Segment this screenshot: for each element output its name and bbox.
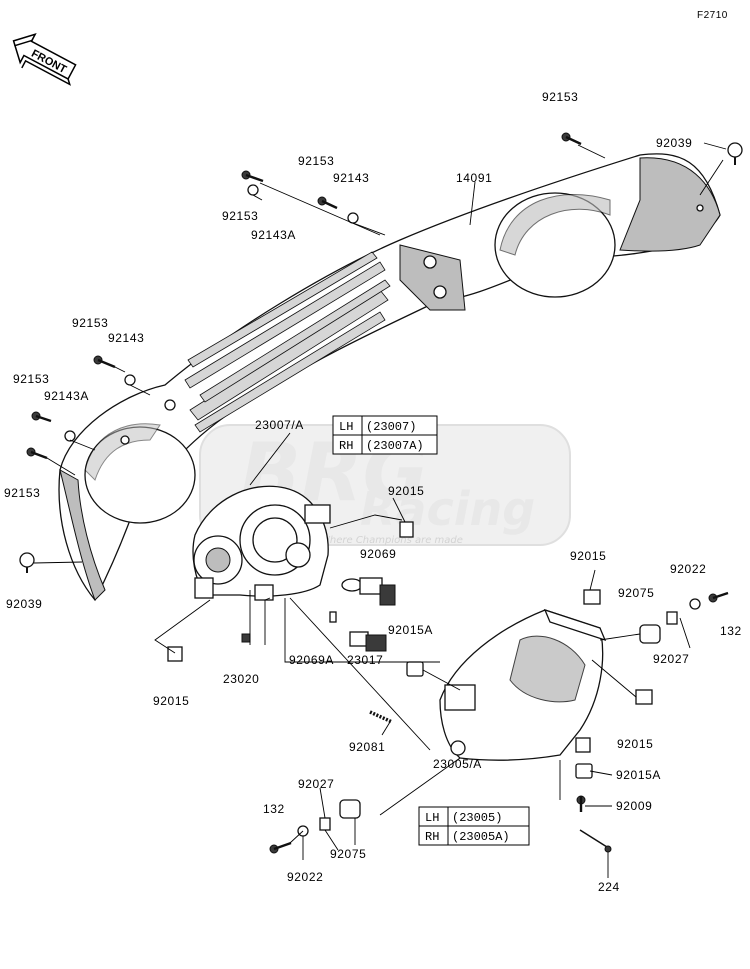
callout-labels: 92153 92039 92153 92143 14091 92153 9214…: [4, 90, 742, 894]
diagram-code: F2710: [697, 10, 728, 21]
callout-label: 92143: [333, 171, 369, 185]
nut-23020-part: [241, 633, 251, 643]
callout-label: 92143A: [44, 389, 89, 403]
callout-label: 92015: [388, 484, 424, 498]
watermark-tagline: Where Champions are made: [320, 535, 463, 546]
callout-label: 92143A: [251, 228, 296, 242]
table-side-cell: RH: [339, 439, 353, 453]
bolt-224-part: [579, 829, 612, 853]
washer-92022-right-part: [689, 598, 701, 610]
clip-92015-top-part: [399, 521, 414, 538]
callout-label: 92015: [570, 549, 606, 563]
callout-label: 23005/A: [433, 757, 482, 771]
table-part-cell: (23007): [366, 420, 416, 434]
callout-label: 92027: [298, 777, 334, 791]
table-part-cell: (23005A): [452, 830, 510, 844]
callout-label: 92009: [616, 799, 652, 813]
collar-92027-lower-part: [319, 817, 331, 831]
callout-label: 92153: [4, 486, 40, 500]
callout-label: 92153: [13, 372, 49, 386]
table-part-cell: (23005): [452, 811, 502, 825]
bulb-92069a-part: [329, 611, 387, 652]
bolt-92153-d-part: [93, 355, 116, 369]
callout-label: 224: [598, 880, 620, 894]
rivet-92039-b-part: [19, 552, 35, 573]
callout-label: 92039: [656, 136, 692, 150]
table-side-cell: LH: [339, 420, 353, 434]
callout-label: 92153: [542, 90, 578, 104]
callout-label: 14091: [456, 171, 492, 185]
headlight-housing-part: [439, 608, 607, 761]
callout-label: 23017: [347, 653, 383, 667]
callout-label: 23007/A: [255, 418, 304, 432]
collar-92027-right-part: [666, 611, 678, 625]
housing-side-table: LH (23005) RH (23005A): [418, 806, 530, 846]
callout-label: 92022: [287, 870, 323, 884]
callout-label: 92015A: [616, 768, 661, 782]
bolt-92153-f-part: [26, 447, 48, 460]
fasteners: [19, 132, 743, 854]
table-part-cell: (23007A): [366, 439, 424, 453]
bulb-92069-part: [341, 577, 396, 606]
callout-label: 92153: [298, 154, 334, 168]
collar-92015a-left-part: [406, 661, 424, 677]
callout-label: 92153: [222, 209, 258, 223]
collar-92015a-right-part: [575, 763, 593, 779]
bolt-92153-b-part: [241, 170, 264, 183]
bolt-92009-part: [576, 795, 586, 812]
watermark-sub: Racing: [360, 482, 535, 536]
grommet-92075-lower-part: [339, 799, 361, 819]
clip-92015-right-a-part: [583, 589, 601, 605]
grommet-92143a-a-part: [247, 184, 259, 196]
spring-92081-part: [369, 710, 393, 724]
callout-label: 92015: [153, 694, 189, 708]
callout-label: 132: [720, 624, 742, 638]
grommet-92075-right-part: [639, 624, 661, 644]
callout-label: 92143: [108, 331, 144, 345]
callout-label: 92039: [6, 597, 42, 611]
callout-label: 92015A: [388, 623, 433, 637]
callout-label: 92027: [653, 652, 689, 666]
grommet-92143a-b-part: [64, 430, 76, 442]
clip-92015-left-part: [167, 646, 183, 662]
table-side-cell: LH: [425, 811, 439, 825]
callout-label: 92069A: [289, 653, 334, 667]
table-side-cell: RH: [425, 830, 439, 844]
bolt-92153-e-part: [31, 411, 52, 423]
bolt-132-lower-part: [269, 841, 292, 854]
callout-label: 92075: [618, 586, 654, 600]
headlight-side-table: LH (23007) RH (23007A): [332, 415, 438, 455]
cowl-vents: [184, 251, 391, 433]
callout-label: 92153: [72, 316, 108, 330]
upper-cowl-part: [58, 153, 721, 602]
callout-label: 92022: [670, 562, 706, 576]
callout-label: 92015: [617, 737, 653, 751]
callout-label: 92081: [349, 740, 385, 754]
callout-label: 132: [263, 802, 285, 816]
front-arrow-icon: FRONT: [12, 33, 77, 86]
headlight-assembly-part: [192, 485, 331, 601]
bolt-132-right-part: [708, 591, 729, 603]
clip-92015-right-b-part: [635, 689, 653, 705]
callout-label: 23020: [223, 672, 259, 686]
callout-label: 92069: [360, 547, 396, 561]
rivet-92039-a-part: [727, 142, 743, 165]
grommet-92143-b-part: [124, 374, 136, 386]
callout-label: 92075: [330, 847, 366, 861]
leader-lines: [33, 142, 727, 878]
bolt-92153-a-part: [561, 132, 582, 146]
bolt-92153-c-part: [317, 196, 338, 210]
